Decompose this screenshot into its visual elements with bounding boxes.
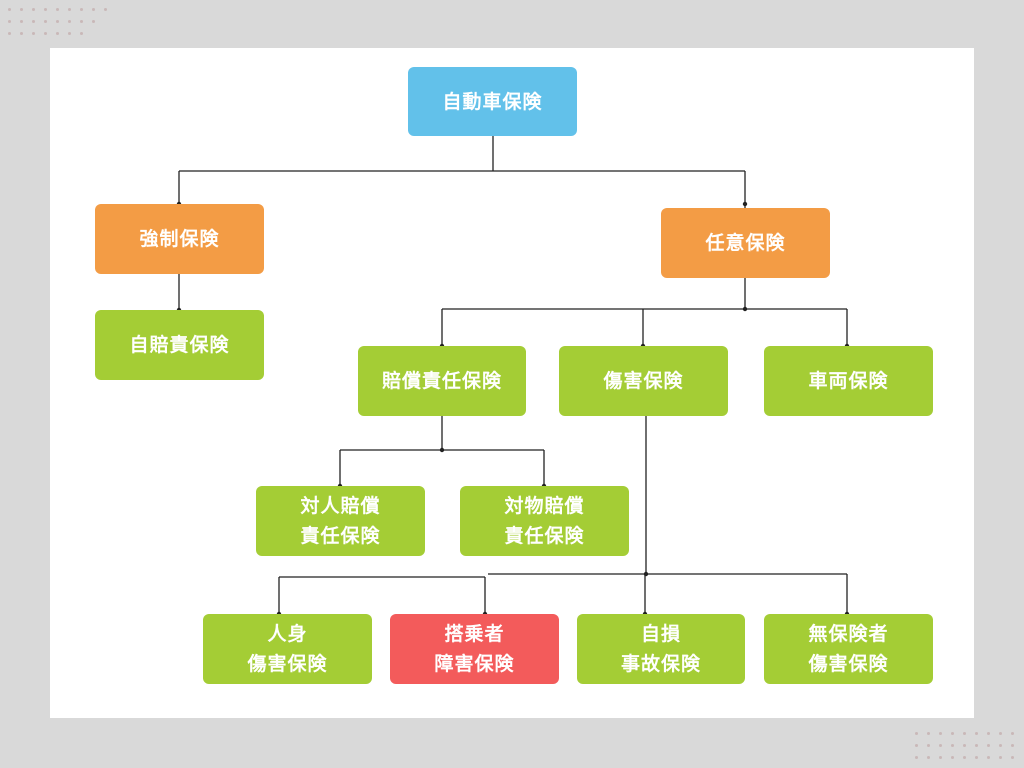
diagram-canvas: 自動車保険 強制保険 任意保険 自賠責保険 賠償責任保険 傷害保険 車両保険 対… [50, 48, 974, 718]
node-personal-injury: 人身 傷害保険 [203, 614, 372, 684]
node-voluntary-insurance: 任意保険 [661, 208, 830, 278]
node-vehicle-insurance: 車両保険 [764, 346, 933, 416]
node-label: 強制保険 [139, 228, 220, 250]
node-property-liability: 対物賠償 責任保険 [460, 486, 629, 556]
node-label-line-1: 自損 [640, 623, 681, 645]
connector-lines [176, 136, 850, 617]
node-label-line-1: 人身 [267, 623, 308, 645]
node-injury-insurance: 傷害保険 [559, 346, 728, 416]
node-label-line-1: 対物賠償 [504, 495, 585, 517]
node-compulsory-insurance: 強制保険 [95, 204, 264, 274]
node-label-line-1: 対人賠償 [300, 495, 381, 517]
junction-dot [643, 571, 649, 577]
decorative-dots-top-left [0, 0, 120, 40]
node-uninsured-motorist: 無保険者 傷害保険 [764, 614, 933, 684]
node-label: 任意保険 [705, 232, 786, 254]
node-label-line-2: 障害保険 [434, 653, 515, 675]
node-label: 自賠責保険 [129, 334, 230, 356]
junction-dot [439, 447, 445, 453]
decorative-dots-bottom-right [905, 728, 1024, 768]
node-bodily-liability: 対人賠償 責任保険 [256, 486, 425, 556]
node-label: 傷害保険 [603, 370, 684, 392]
node-label-line-2: 責任保険 [504, 525, 585, 547]
node-auto-insurance: 自動車保険 [408, 67, 577, 136]
node-self-accident: 自損 事故保険 [577, 614, 745, 684]
node-passenger-injury: 搭乗者 障害保険 [390, 614, 559, 684]
node-label: 賠償責任保険 [381, 370, 502, 392]
node-label-line-2: 傷害保険 [808, 653, 889, 675]
junction-dot [742, 201, 748, 207]
node-label-line-1: 無保険者 [808, 623, 889, 645]
node-label-line-1: 搭乗者 [444, 623, 505, 645]
node-label: 車両保険 [808, 370, 889, 392]
node-label: 自動車保険 [442, 90, 543, 113]
node-label-line-2: 傷害保険 [247, 653, 328, 675]
node-liability-insurance: 賠償責任保険 [358, 346, 526, 416]
junction-dot [742, 306, 748, 312]
node-label-line-2: 責任保険 [300, 525, 381, 547]
node-jibaiseki-insurance: 自賠責保険 [95, 310, 264, 380]
node-label-line-2: 事故保険 [620, 653, 701, 675]
